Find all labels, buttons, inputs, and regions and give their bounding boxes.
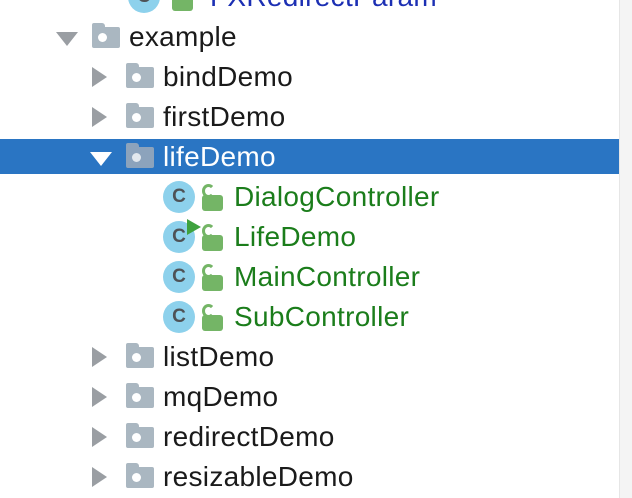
tree-item-label: firstDemo xyxy=(163,101,286,132)
chevron-right-icon[interactable] xyxy=(90,386,112,408)
tree-item-label: FXRedirectParam xyxy=(210,0,437,13)
folder-icon xyxy=(126,422,154,448)
tree-item-label: mqDemo xyxy=(163,381,279,412)
unlocked-icon xyxy=(202,263,223,291)
tree-item-lifedemo-class[interactable]: C LifeDemo xyxy=(0,217,619,257)
tree-item-label: resizableDemo xyxy=(163,461,354,492)
tree-item-label: LifeDemo xyxy=(234,221,357,252)
tree-item-label: SubController xyxy=(234,301,410,332)
folder-icon xyxy=(126,62,154,88)
unlocked-icon xyxy=(202,303,223,331)
tree-item-label: lifeDemo xyxy=(163,141,276,172)
class-letter: C xyxy=(172,226,186,247)
tree-item-label: MainController xyxy=(234,261,421,292)
chevron-right-icon[interactable] xyxy=(90,466,112,488)
run-overlay-icon xyxy=(187,219,201,235)
chevron-right-icon[interactable] xyxy=(90,346,112,368)
class-icon: C xyxy=(163,301,195,333)
folder-icon xyxy=(126,102,154,128)
folder-icon xyxy=(126,342,154,368)
tree-item-label: listDemo xyxy=(163,341,275,372)
tree-item-label: redirectDemo xyxy=(163,421,335,452)
tree-item-label: bindDemo xyxy=(163,61,294,92)
folder-icon xyxy=(126,142,154,168)
chevron-down-icon[interactable] xyxy=(56,26,78,48)
tree-item-listdemo[interactable]: listDemo xyxy=(0,337,619,377)
tree-item-label: example xyxy=(129,21,237,52)
tree-item-lifedemo[interactable]: lifeDemo xyxy=(0,137,619,177)
tree-item-firstdemo[interactable]: firstDemo xyxy=(0,97,619,137)
tree-item-mqdemo[interactable]: mqDemo xyxy=(0,377,619,417)
chevron-right-icon[interactable] xyxy=(90,426,112,448)
unlocked-icon xyxy=(202,223,223,251)
class-icon: C xyxy=(163,261,195,293)
tree-item-label: DialogController xyxy=(234,181,440,212)
chevron-right-icon[interactable] xyxy=(90,106,112,128)
class-letter: C xyxy=(172,186,186,207)
tree-item-binddemo[interactable]: bindDemo xyxy=(0,57,619,97)
class-letter: C xyxy=(172,306,186,327)
scrollbar-track[interactable] xyxy=(619,0,632,498)
tree-item-fxredirectparam[interactable]: C FXRedirectParam xyxy=(0,0,619,17)
tree-item-example[interactable]: example xyxy=(0,17,619,57)
tree-item-maincontroller[interactable]: C MainController xyxy=(0,257,619,297)
tree-item-dialogcontroller[interactable]: C DialogController xyxy=(0,177,619,217)
tree-item-redirectdemo[interactable]: redirectDemo xyxy=(0,417,619,457)
tree-item-resizabledemo[interactable]: resizableDemo xyxy=(0,457,619,497)
class-icon: C xyxy=(163,219,201,253)
tree-item-subcontroller[interactable]: C SubController xyxy=(0,297,619,337)
folder-icon xyxy=(92,22,120,48)
class-icon: C xyxy=(128,0,160,13)
class-letter: C xyxy=(172,266,186,287)
unlocked-icon xyxy=(172,0,193,11)
class-icon: C xyxy=(163,181,195,213)
project-tree: C FXRedirectParam example bindDemo first… xyxy=(0,0,619,497)
folder-icon xyxy=(126,462,154,488)
chevron-right-icon[interactable] xyxy=(90,66,112,88)
folder-icon xyxy=(126,382,154,408)
class-letter: C xyxy=(137,0,151,8)
unlocked-icon xyxy=(202,183,223,211)
chevron-down-icon[interactable] xyxy=(90,146,112,168)
